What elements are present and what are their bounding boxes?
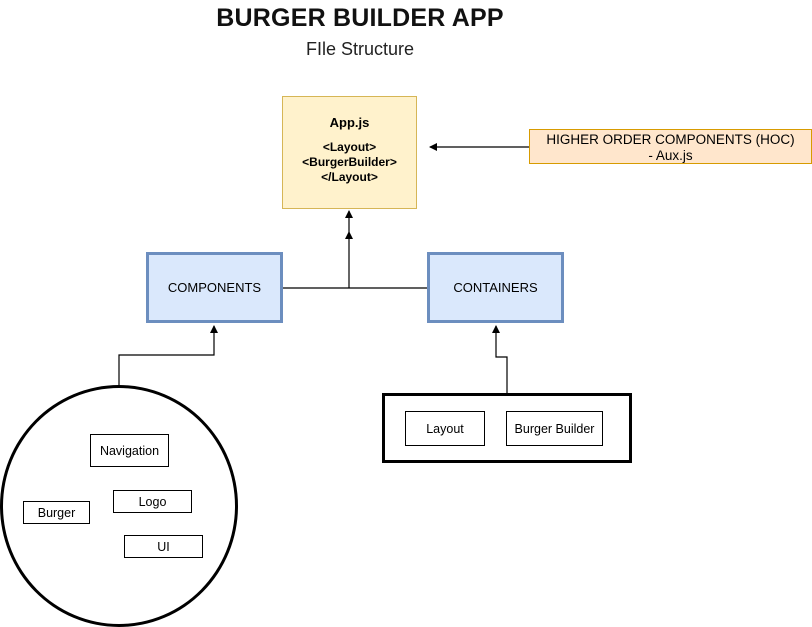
hoc-node: HIGHER ORDER COMPONENTS (HOC) - Aux.js bbox=[529, 129, 812, 164]
app-js-line-burgerbuilder: <BurgerBuilder> bbox=[302, 155, 397, 169]
app-js-line-layout-open: <Layout> bbox=[322, 140, 377, 154]
diagram-title: BURGER BUILDER APP bbox=[216, 4, 504, 32]
navigation-node: Navigation bbox=[90, 434, 169, 467]
components-node: COMPONENTS bbox=[146, 252, 283, 323]
app-js-line-layout-close: </Layout> bbox=[321, 170, 378, 184]
circle-to-components-arrow bbox=[118, 325, 218, 387]
diagram-subtitle: FIle Structure bbox=[305, 39, 415, 59]
app-js-node: App.js <Layout> <BurgerBuilder> </Layout… bbox=[282, 96, 417, 209]
burger-node: Burger bbox=[23, 501, 90, 524]
logo-node: Logo bbox=[113, 490, 192, 513]
group-to-containers-arrow bbox=[492, 325, 508, 393]
burger-builder-node: Burger Builder bbox=[506, 411, 603, 446]
ui-node: UI bbox=[124, 535, 203, 558]
app-js-name: App.js bbox=[329, 115, 370, 130]
layout-node: Layout bbox=[405, 411, 485, 446]
containers-node: CONTAINERS bbox=[427, 252, 564, 323]
hoc-file: - Aux.js bbox=[648, 148, 693, 163]
hoc-title: HIGHER ORDER COMPONENTS (HOC) bbox=[546, 132, 795, 147]
